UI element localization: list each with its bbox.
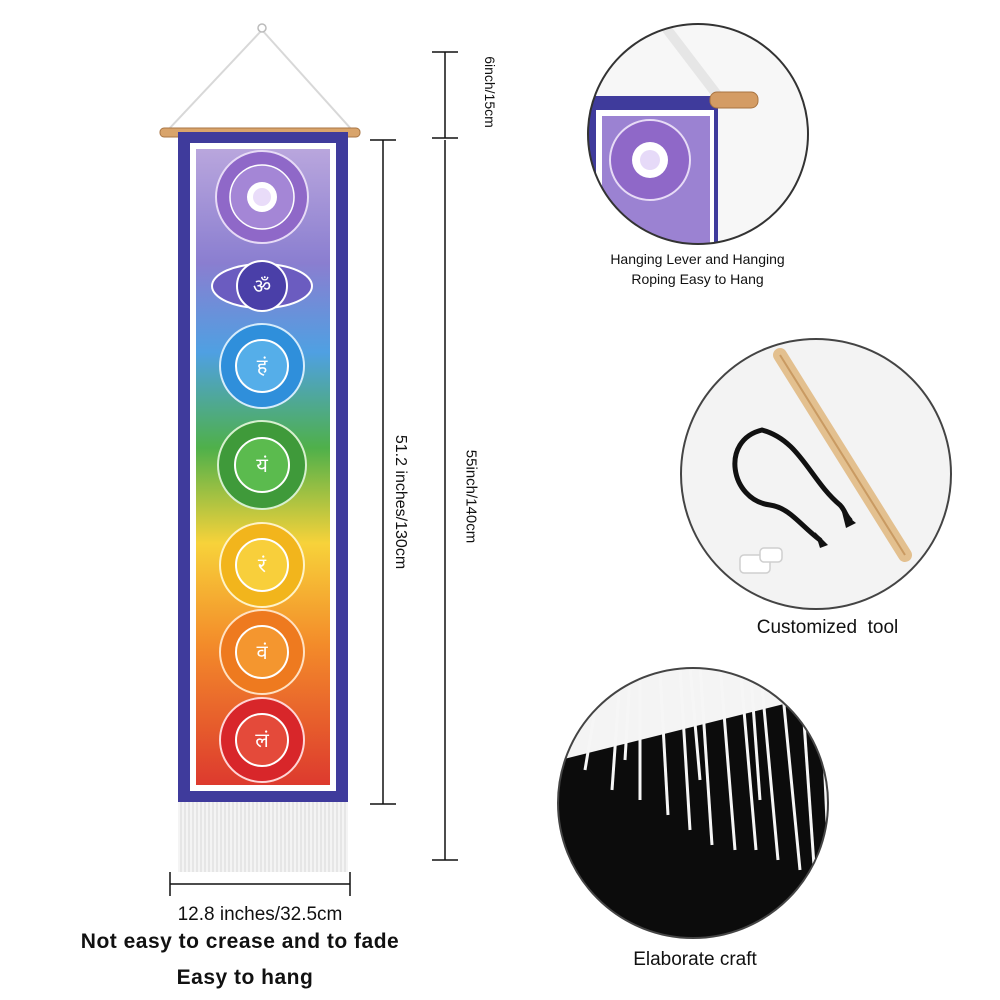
feature-easy-hang: Easy to hang — [176, 966, 314, 989]
caption-hanging-line1: Hanging Lever and Hanging — [610, 251, 785, 267]
label-width: 12.8 inches/32.5cm — [177, 904, 343, 925]
symbol-sacral: वं — [256, 640, 268, 664]
chakra-crown — [215, 150, 309, 244]
symbol-third-eye: ॐ — [252, 274, 272, 298]
chakra-sacral — [219, 609, 305, 695]
symbol-solar-plexus: रं — [257, 553, 267, 577]
chakra-third-eye — [211, 260, 313, 312]
symbol-root: लं — [255, 728, 269, 752]
dimension-total-length — [432, 140, 458, 861]
dimension-width — [169, 872, 351, 896]
caption-tool: Customized tool — [756, 617, 899, 638]
detail-hanging-lever — [587, 23, 809, 245]
detail-customized-tool — [680, 338, 952, 610]
symbol-heart: यं — [256, 453, 268, 477]
chakra-throat — [219, 323, 305, 409]
caption-craft: Elaborate craft — [633, 949, 757, 970]
feature-not-easy-crease: Not easy to crease and to fade — [80, 930, 400, 953]
dimension-top-gap — [432, 51, 458, 139]
chakra-root — [219, 697, 305, 783]
hanging-rope — [167, 23, 353, 131]
dimension-banner-length — [370, 139, 396, 805]
label-total-length: 55inch/140cm — [462, 449, 480, 544]
caption-hanging-line2: Roping Easy to Hang — [631, 271, 764, 287]
chakra-solar-plexus — [219, 522, 305, 608]
chakra-heart — [217, 420, 307, 510]
symbol-throat: हं — [256, 354, 268, 378]
label-banner-length: 51.2 inches/130cm — [392, 434, 409, 570]
label-top-gap: 6inch/15cm — [482, 56, 498, 128]
fringe — [178, 802, 348, 872]
detail-elaborate-craft — [557, 667, 829, 939]
